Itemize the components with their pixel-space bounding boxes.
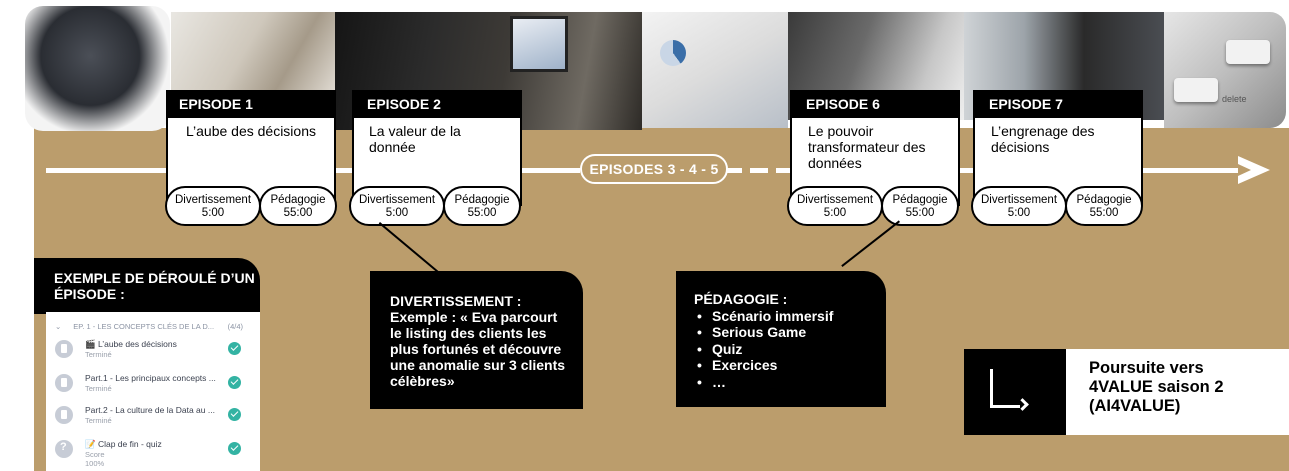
item-title: 🎬 L’aube des décisions bbox=[85, 339, 177, 349]
item-title: 📝 Clap de fin - quiz bbox=[85, 439, 162, 449]
example-episode-panel: ⌄ EP. 1 - LES CONCEPTS CLÉS DE LA D... (4… bbox=[46, 312, 260, 471]
item-score: 100% bbox=[85, 459, 105, 468]
pill-time: 55:00 bbox=[283, 207, 313, 219]
example-heading: EXEMPLE DE DÉROULÉ D’UN ÉPISODE : bbox=[34, 258, 260, 314]
episode-number: EPISODE 6 bbox=[790, 90, 960, 118]
timeline-dashed-line bbox=[510, 168, 580, 173]
section-header[interactable]: ⌄ EP. 1 - LES CONCEPTS CLÉS DE LA D... (4… bbox=[55, 322, 255, 331]
pill-label: Pédagogie bbox=[454, 194, 510, 206]
pedagogie-box: PÉDAGOGIE : Scénario immersif Serious Ga… bbox=[676, 271, 886, 407]
pill-label: Pédagogie bbox=[1076, 194, 1132, 206]
list-item: Scénario immersif bbox=[694, 308, 876, 325]
analytics-screen-photo bbox=[510, 16, 568, 72]
pill-time: 55:00 bbox=[905, 207, 935, 219]
keyboard-key bbox=[1226, 40, 1270, 64]
keyboard-key bbox=[1174, 78, 1218, 102]
check-icon bbox=[228, 376, 241, 389]
keyboard-delete-key-photo: delete bbox=[1164, 12, 1286, 128]
list-item: … bbox=[694, 374, 876, 391]
divertissement-title: DIVERTISSEMENT : bbox=[390, 293, 522, 309]
episode-number: EPISODE 1 bbox=[166, 90, 336, 118]
question-icon bbox=[55, 440, 73, 458]
man-on-phone-photo bbox=[25, 6, 170, 131]
item-status: Terminé bbox=[85, 350, 112, 359]
divertissement-box: DIVERTISSEMENT : Exemple : « Eva parcour… bbox=[370, 271, 583, 409]
section-title: EP. 1 - LES CONCEPTS CLÉS DE LA D... bbox=[73, 322, 215, 331]
list-item: Serious Game bbox=[694, 324, 876, 341]
saison2-line: Poursuite vers bbox=[1089, 359, 1204, 377]
list-item[interactable]: 🎬 L’aube des décisions Terminé bbox=[55, 339, 255, 363]
turn-arrow-icon bbox=[990, 405, 1020, 408]
chevron-down-icon[interactable]: ⌄ bbox=[55, 322, 62, 331]
turn-arrow-icon bbox=[990, 369, 993, 407]
document-icon bbox=[55, 374, 73, 392]
pill-label: Divertissement bbox=[796, 194, 874, 206]
pill-label: Pédagogie bbox=[270, 194, 326, 206]
list-item: Exercices bbox=[694, 357, 876, 374]
check-icon bbox=[228, 342, 241, 355]
keyboard-key-label: delete bbox=[1222, 94, 1247, 104]
pill-label: Divertissement bbox=[358, 194, 436, 206]
pill-time: 5:00 bbox=[823, 207, 847, 219]
item-status: Terminé bbox=[85, 384, 112, 393]
pedagogie-list: Scénario immersif Serious Game Quiz Exer… bbox=[694, 308, 876, 391]
item-status: Terminé bbox=[85, 416, 112, 425]
documents-desk-photo bbox=[642, 12, 788, 128]
document-icon bbox=[55, 406, 73, 424]
saison2-text: Poursuite vers 4VALUE saison 2 (AI4VALUE… bbox=[1066, 349, 1289, 435]
pill-label: Divertissement bbox=[174, 194, 252, 206]
check-icon bbox=[228, 442, 241, 455]
example-text: « Eva parcourt le listing des clients le… bbox=[390, 309, 566, 389]
woman-at-window-photo bbox=[171, 12, 335, 98]
pill-time: 55:00 bbox=[467, 207, 497, 219]
list-item[interactable]: Part.2 - La culture de la Data au ... Te… bbox=[55, 405, 255, 429]
timeline-arrow-notch bbox=[1238, 164, 1251, 176]
pill-time: 5:00 bbox=[201, 207, 225, 219]
section-count: (4/4) bbox=[227, 322, 243, 331]
pie-chart-icon bbox=[660, 40, 686, 66]
check-icon bbox=[228, 408, 241, 421]
list-item[interactable]: Part.1 - Les principaux concepts ... Ter… bbox=[55, 373, 255, 397]
pill-label: Pédagogie bbox=[892, 194, 948, 206]
pill-time: 5:00 bbox=[385, 207, 409, 219]
video-icon bbox=[55, 340, 73, 358]
example-label: Exemple : bbox=[390, 309, 457, 325]
pill-time: 55:00 bbox=[1089, 207, 1119, 219]
list-item: Quiz bbox=[694, 341, 876, 358]
saison2-icon-box bbox=[964, 349, 1066, 435]
episodes-3-4-5-label: EPISODES 3 - 4 - 5 bbox=[580, 154, 728, 184]
episode-number: EPISODE 7 bbox=[973, 90, 1143, 118]
item-title: Part.2 - La culture de la Data au ... bbox=[85, 405, 215, 415]
saison2-line: (AI4VALUE) bbox=[1089, 397, 1181, 415]
saison2-line: 4VALUE saison 2 bbox=[1089, 378, 1224, 396]
timeline-dashed-line bbox=[724, 168, 794, 173]
pill-label: Divertissement bbox=[980, 194, 1058, 206]
item-title: Part.1 - Les principaux concepts ... bbox=[85, 373, 216, 383]
pedagogie-title: PÉDAGOGIE : bbox=[694, 291, 788, 307]
item-status-label: Score bbox=[85, 450, 105, 459]
episode-number: EPISODE 2 bbox=[352, 90, 522, 118]
pill-time: 5:00 bbox=[1007, 207, 1031, 219]
